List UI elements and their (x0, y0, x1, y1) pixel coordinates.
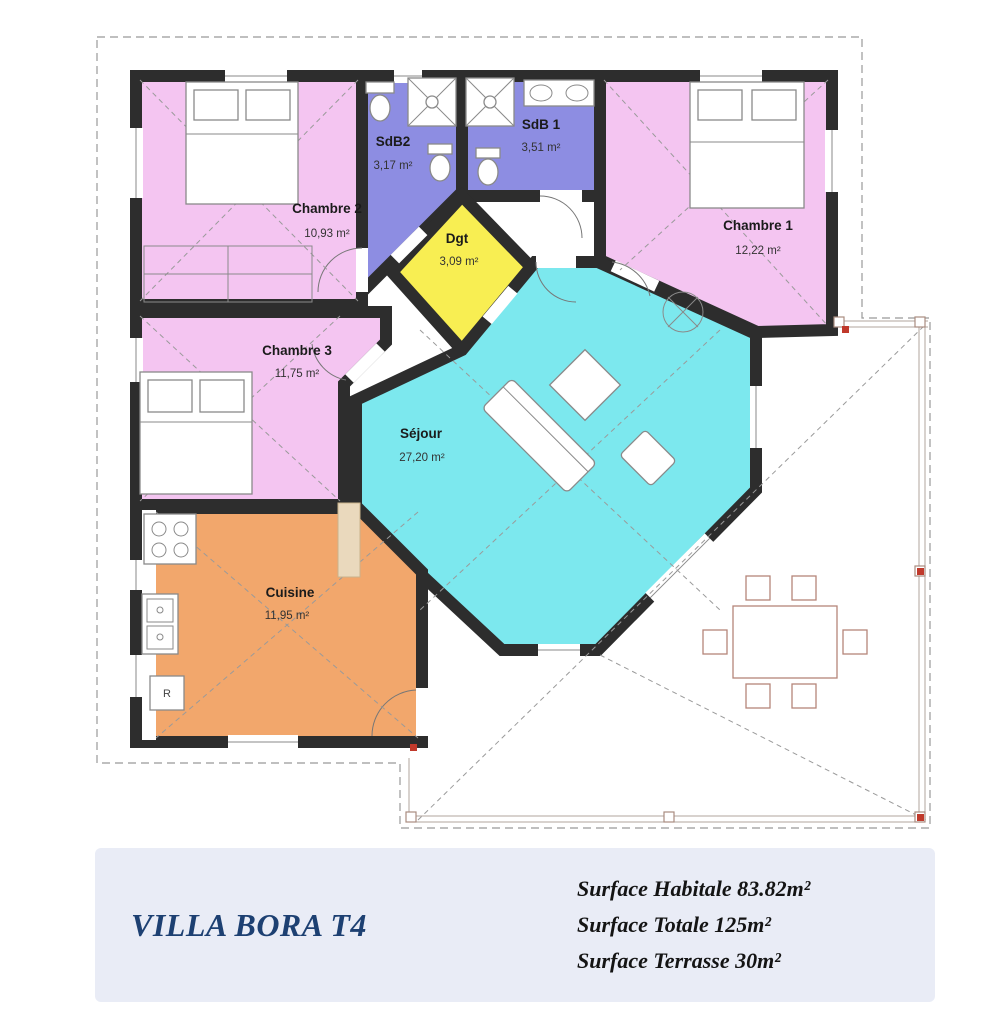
area-chambre-1: 12,22 m² (735, 245, 781, 257)
kitchen-sink-icon (141, 593, 179, 655)
terrace-mark (842, 326, 849, 333)
label-sdb2: SdB2 (376, 134, 411, 149)
shower-sdb1-icon (465, 77, 515, 127)
terrace-deck (405, 316, 928, 823)
ceiling-fan-icon (662, 291, 704, 333)
toilet-sdb2-lower-icon (427, 143, 453, 182)
label-chambre-2: Chambre 2 (292, 201, 362, 216)
plan-title: VILLA BORA T4 (131, 906, 367, 943)
surface-totale: Surface Totale 125m² (577, 912, 772, 937)
area-sejour: 27,20 m² (399, 452, 445, 464)
kitchen-cabinet (337, 502, 361, 578)
bed-chambre-2 (185, 81, 299, 205)
sofa-icon (483, 379, 596, 492)
wardrobe-chambre-2 (143, 245, 313, 303)
surface-stats: Surface Habitale 83.82m² Surface Totale … (577, 866, 877, 984)
radiator-box (149, 675, 185, 711)
area-cuisine: 11,95 m² (265, 610, 310, 622)
bed-chambre-1 (689, 81, 805, 209)
doors (311, 190, 660, 737)
coffee-table-icon (548, 348, 622, 422)
room-labels: Chambre 2 10,93 m² SdB2 3,17 m² SdB 1 3,… (163, 117, 793, 700)
summary-banner: VILLA BORA T4 Surface Habitale 83.82m² S… (95, 848, 935, 1002)
area-chambre-2: 10,93 m² (304, 228, 350, 240)
label-chambre-3: Chambre 3 (262, 343, 332, 358)
label-dgt: Dgt (446, 231, 469, 246)
windows (129, 69, 839, 749)
bed-chambre-3 (139, 371, 253, 495)
toilet-sdb2-icon (365, 81, 395, 122)
label-sejour: Séjour (400, 426, 443, 441)
shower-sdb2-icon (407, 77, 457, 127)
surface-terrasse: Surface Terrasse 30m² (577, 948, 781, 973)
area-chambre-3: 11,75 m² (275, 368, 320, 380)
toilet-sdb1-icon (475, 147, 501, 186)
area-dgt: 3,09 m² (440, 256, 479, 268)
area-sdb2: 3,17 m² (374, 160, 413, 172)
roof-overhang-dashed-outline (96, 36, 931, 829)
label-chambre-1: Chambre 1 (723, 218, 793, 233)
armchair-icon (620, 430, 676, 486)
area-sdb1: 3,51 m² (522, 142, 561, 154)
double-sink-sdb1-icon (523, 79, 595, 107)
label-sdb1: SdB 1 (522, 117, 561, 132)
label-cuisine: Cuisine (266, 585, 315, 600)
stove-icon (143, 513, 197, 565)
dining-set-icon (702, 575, 868, 709)
terrace-mark (917, 568, 924, 575)
terrace-mark (410, 744, 417, 751)
kitchen-fixtures (141, 502, 361, 740)
surface-habitable: Surface Habitale 83.82m² (577, 876, 811, 901)
radiator-label: R (163, 688, 171, 700)
terrace-mark (917, 814, 924, 821)
floor-plan-svg: Chambre 2 10,93 m² SdB2 3,17 m² SdB 1 3,… (96, 36, 931, 829)
